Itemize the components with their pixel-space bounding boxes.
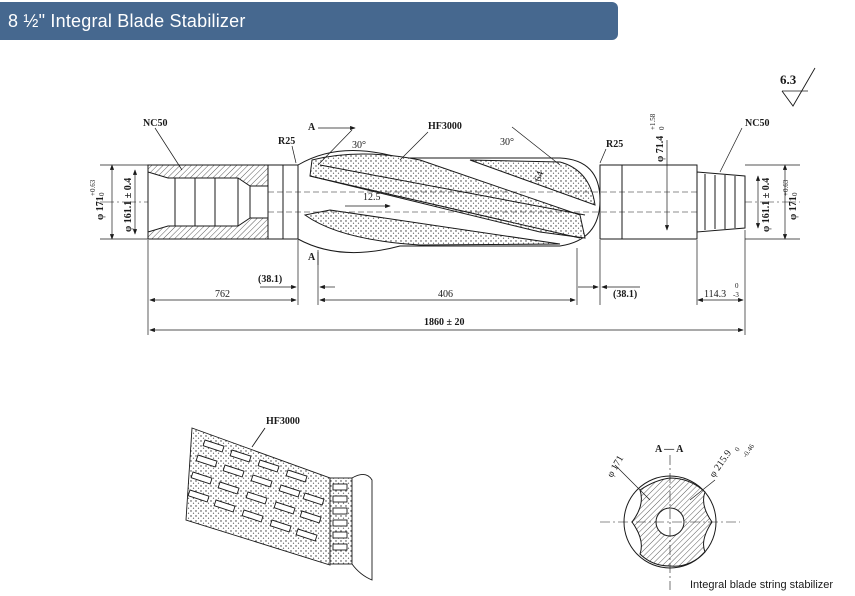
dim-d171-left: φ 171 xyxy=(95,196,106,220)
dim-d714: φ 71.4 xyxy=(655,136,666,162)
sec-dim-d215-tol: 0 xyxy=(733,445,742,453)
dim-d171-left-tol2: 0 xyxy=(98,192,106,196)
dim-d171-right: φ 171 xyxy=(788,196,799,220)
label-hf3000-main: HF3000 xyxy=(428,121,462,132)
label-angle-right: 30° xyxy=(500,137,514,148)
sec-dim-d171: φ 171 xyxy=(605,454,626,480)
stabilizer-body xyxy=(100,150,800,253)
dim-d171-left-tol: +0.63 xyxy=(89,179,97,196)
label-blade-gap: 64 xyxy=(532,170,546,183)
section-a-a-view xyxy=(600,455,740,590)
dim-len-762: 762 xyxy=(215,289,230,300)
dim-d714-tol2: 0 xyxy=(658,126,666,130)
dim-d171-right-tol2: 0 xyxy=(791,192,799,196)
label-blade-width: 12.5 xyxy=(363,192,381,203)
surface-finish-value: 6.3 xyxy=(780,72,797,87)
page-title: 8 ½" Integral Blade Stabilizer xyxy=(8,11,246,31)
dim-len-406: 406 xyxy=(438,289,453,300)
dim-d714-tol: +1.58 xyxy=(649,113,657,130)
label-r25-left: R25 xyxy=(278,136,295,147)
dim-len-1143: 114.3 xyxy=(704,289,726,300)
dim-len-1143-tol: 0 xyxy=(735,282,739,290)
label-angle-left: 30° xyxy=(352,140,366,151)
sec-dim-d215: φ 215.9 xyxy=(707,448,734,480)
section-view-title: A — A xyxy=(655,444,684,455)
header-bar: 8 ½" Integral Blade Stabilizer xyxy=(0,2,618,40)
dim-len-381-right: (38.1) xyxy=(613,289,637,300)
label-hf3000-detail: HF3000 xyxy=(266,416,300,427)
hardfacing-detail xyxy=(185,427,373,581)
dim-d161-right: φ 161.1 ± 0.4 xyxy=(761,178,772,232)
label-section-a-bottom: A xyxy=(308,252,316,263)
dim-d161-left: φ 161.1 ± 0.4 xyxy=(123,178,134,232)
dim-len-total: 1860 ± 20 xyxy=(424,317,465,328)
label-nc50-right: NC50 xyxy=(745,118,769,129)
dim-d171-right-tol: +0.63 xyxy=(782,179,790,196)
label-section-a-top: A xyxy=(308,122,316,133)
dim-len-1143-tol2: -3 xyxy=(733,291,739,299)
label-r25-right: R25 xyxy=(606,139,623,150)
label-nc50-left: NC50 xyxy=(143,118,167,129)
sec-dim-d215-tol2: -0.46 xyxy=(741,442,756,459)
dim-len-381-left: (38.1) xyxy=(258,274,282,285)
figure-caption: Integral blade string stabilizer xyxy=(690,579,834,591)
